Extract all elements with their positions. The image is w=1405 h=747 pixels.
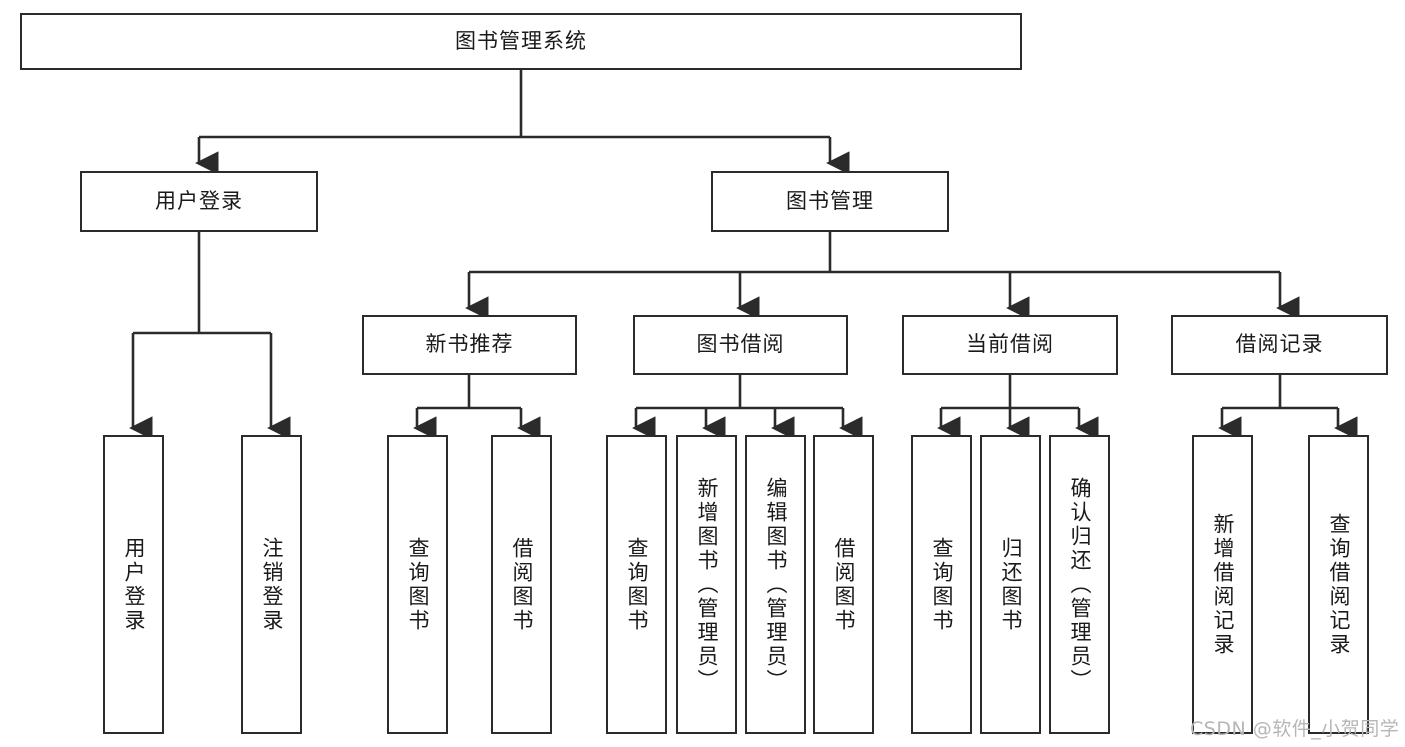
node-label: 当前借阅	[966, 332, 1054, 357]
node-book-management[interactable]: 图书管理	[711, 171, 949, 232]
node-leaf-user-login[interactable]: 用户登录	[103, 435, 164, 734]
node-label: 新书推荐	[425, 332, 514, 357]
node-leaf-logout-login[interactable]: 注销登录	[241, 435, 302, 734]
node-label: 新增图书（管理员）	[695, 476, 719, 693]
node-leaf-query-book-3[interactable]: 查询图书	[911, 435, 972, 734]
node-label: 新增借阅记录	[1211, 512, 1235, 657]
node-label: 归还图书	[999, 536, 1023, 633]
node-leaf-return-book[interactable]: 归还图书	[980, 435, 1041, 734]
node-label: 用户登录	[155, 188, 243, 213]
node-label: 查询借阅记录	[1327, 512, 1351, 657]
node-label: 图书管理系统	[455, 28, 587, 53]
node-label: 借阅图书	[832, 536, 856, 633]
node-leaf-query-book-1[interactable]: 查询图书	[387, 435, 448, 734]
node-label: 编辑图书（管理员）	[764, 476, 788, 693]
node-leaf-edit-book[interactable]: 编辑图书（管理员）	[745, 435, 806, 734]
node-label: 注销登录	[260, 536, 284, 633]
node-book-borrow[interactable]: 图书借阅	[633, 315, 848, 375]
node-leaf-borrow-book-2[interactable]: 借阅图书	[813, 435, 874, 734]
node-label: 查询图书	[406, 536, 430, 633]
node-leaf-confirm-return[interactable]: 确认归还（管理员）	[1049, 435, 1110, 734]
node-label: 查询图书	[625, 536, 649, 633]
node-leaf-add-record[interactable]: 新增借阅记录	[1192, 435, 1253, 734]
node-leaf-add-book[interactable]: 新增图书（管理员）	[676, 435, 737, 734]
node-book-management-system[interactable]: 图书管理系统	[20, 13, 1022, 70]
node-current-borrow[interactable]: 当前借阅	[902, 315, 1118, 375]
node-leaf-query-book-2[interactable]: 查询图书	[606, 435, 667, 734]
node-leaf-query-record[interactable]: 查询借阅记录	[1308, 435, 1369, 734]
node-label: 查询图书	[930, 536, 954, 633]
watermark-text: CSDN @软件_小贺同学	[1190, 718, 1400, 740]
node-label: 用户登录	[122, 536, 146, 633]
node-label: 图书借阅	[696, 332, 785, 357]
node-label: 借阅记录	[1235, 332, 1324, 357]
node-new-book-recommend[interactable]: 新书推荐	[362, 315, 577, 375]
node-user-login[interactable]: 用户登录	[80, 171, 318, 232]
node-label: 借阅图书	[510, 536, 534, 633]
node-label: 图书管理	[786, 188, 874, 213]
node-leaf-borrow-book-1[interactable]: 借阅图书	[491, 435, 552, 734]
node-label: 确认归还（管理员）	[1068, 476, 1092, 693]
node-borrow-record[interactable]: 借阅记录	[1171, 315, 1388, 375]
